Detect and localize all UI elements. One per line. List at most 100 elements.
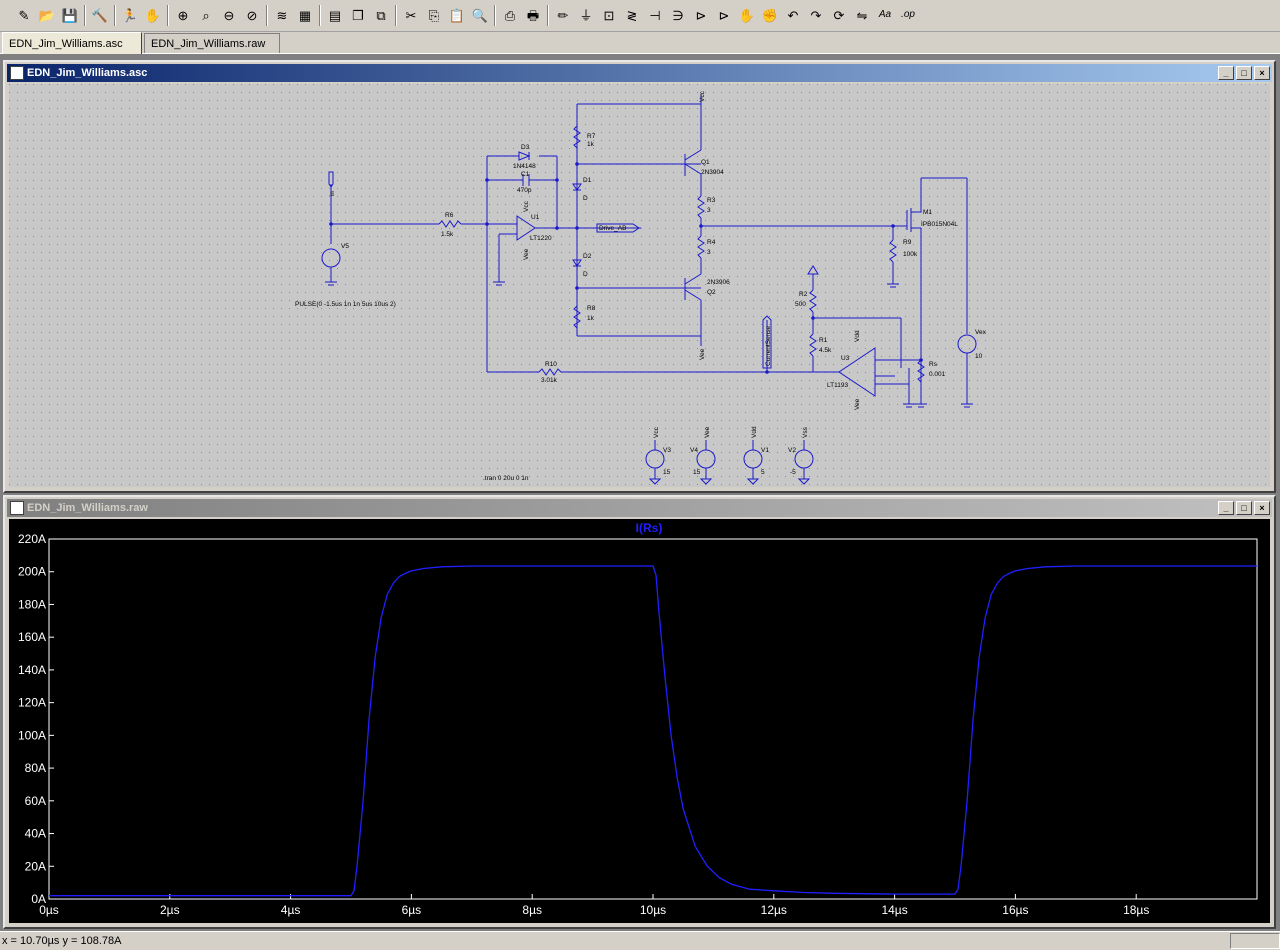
- label-r7: R7: [587, 133, 596, 140]
- x-tick-label: 16µs: [1002, 903, 1028, 917]
- label-r8-val: 1k: [587, 315, 595, 322]
- close-button[interactable]: ×: [1254, 66, 1270, 80]
- x-tick-label: 6µs: [402, 903, 422, 917]
- spice-directive-tran[interactable]: .tran 0 20u 0 1n: [483, 475, 529, 482]
- trace-title[interactable]: I(Rs): [636, 521, 663, 535]
- label-r4: R4: [707, 239, 716, 246]
- halt-icon[interactable]: ✋: [144, 7, 162, 23]
- inductor-icon[interactable]: ∋: [672, 7, 684, 23]
- run-icon[interactable]: 🏃: [121, 7, 139, 23]
- schematic-titlebar[interactable]: EDN_Jim_Williams.asc _ □ ×: [7, 64, 1272, 82]
- label-q2-val: 2N3906: [707, 279, 730, 286]
- mirror-icon[interactable]: ⇋: [856, 7, 868, 23]
- component-icon[interactable]: ⊳: [718, 7, 730, 23]
- zoom-out-icon[interactable]: ⊖: [223, 7, 235, 23]
- drag-icon[interactable]: ✊: [761, 7, 779, 23]
- label-v2-val: -5: [790, 469, 796, 476]
- label-r6: R6: [445, 212, 454, 219]
- tab-schematic[interactable]: EDN_Jim_Williams.asc: [2, 32, 142, 54]
- label-vex: Vex: [975, 329, 987, 336]
- label-r1: R1: [819, 337, 828, 344]
- zoom-pan-icon[interactable]: ⌕: [202, 7, 210, 23]
- label-in: in: [330, 191, 336, 196]
- label-r4-val: 3: [707, 249, 711, 256]
- close-all-icon[interactable]: ⧉: [376, 7, 386, 23]
- paste-icon[interactable]: 📋: [448, 7, 466, 23]
- schematic-canvas[interactable]: V5 PULSE(0 -1.5us 1n 1n 5us 10us 2) in R…: [9, 84, 1270, 487]
- label-m1-val: IPB015N04L: [921, 221, 958, 228]
- label-v3-val: 15: [663, 469, 671, 476]
- label-vee-u3: Vee: [854, 398, 861, 410]
- maximize-button[interactable]: □: [1236, 501, 1252, 515]
- capacitor-icon[interactable]: ⊣: [649, 7, 661, 23]
- close-button[interactable]: ×: [1254, 501, 1270, 515]
- schematic-window: EDN_Jim_Williams.asc _ □ ×: [3, 60, 1276, 493]
- diode-icon[interactable]: ⊳: [695, 7, 707, 23]
- minimize-button[interactable]: _: [1218, 501, 1234, 515]
- label-v2-net: Vss: [802, 426, 809, 438]
- y-tick-label: 40A: [25, 827, 46, 841]
- y-tick-label: 0A: [31, 892, 46, 906]
- new-schematic-icon[interactable]: ✎: [18, 7, 30, 23]
- move-icon[interactable]: ✋: [738, 7, 756, 23]
- copy-icon[interactable]: ⎘: [428, 7, 440, 23]
- label-q1: Q1: [701, 159, 710, 166]
- schematic-drawing[interactable]: V5 PULSE(0 -1.5us 1n 1n 5us 10us 2) in R…: [9, 84, 1270, 487]
- toolbar-separator: [319, 5, 321, 26]
- spice-directive-icon[interactable]: .op: [901, 9, 915, 20]
- redo-icon[interactable]: ↷: [810, 7, 822, 23]
- control-panel-icon[interactable]: 🔨: [91, 7, 109, 23]
- open-icon[interactable]: 📂: [38, 7, 56, 23]
- label-r2-val: 500: [795, 301, 806, 308]
- label-r8: R8: [587, 305, 596, 312]
- cut-icon[interactable]: ✂: [405, 7, 417, 23]
- label-rs-val: 0.001: [929, 371, 946, 378]
- maximize-button[interactable]: □: [1236, 66, 1252, 80]
- label-u3: U3: [841, 355, 850, 362]
- y-tick-label: 60A: [25, 794, 46, 808]
- fullscreen-icon[interactable]: ▦: [298, 7, 312, 23]
- label-v4: V4: [690, 447, 698, 454]
- zoom-in-icon[interactable]: ⊕: [177, 7, 189, 23]
- print-setup-icon[interactable]: ⎙: [504, 7, 516, 23]
- minimize-button[interactable]: _: [1218, 66, 1234, 80]
- label-v1-net: Vdd: [751, 426, 758, 438]
- cascade-icon[interactable]: ❐: [352, 7, 364, 23]
- x-tick-label: 14µs: [881, 903, 907, 917]
- label-net-icon[interactable]: ⊡: [603, 7, 615, 23]
- save-icon[interactable]: 💾: [61, 7, 79, 23]
- x-tick-label: 10µs: [640, 903, 666, 917]
- y-tick-label: 140A: [18, 663, 46, 677]
- main-toolbar: ✎ 📂 💾 🔨 🏃 ✋ ⊕ ⌕ ⊖ ⊘ ≋ ▦ ▤ ❐ ⧉ ✂ ⎘ 📋 🔍 ⎙ 🖶 ✏ ⏚ ⊡ ≷ ⊣ ∋ ⊳ ⊳ ✋ ✊ ↶ ↷ ⟳ ⇋ Aa .op: [0, 0, 1280, 32]
- zoom-cancel-icon[interactable]: ⊘: [246, 7, 258, 23]
- waveform-chart[interactable]: I(Rs) 0A20A40A60A80A100A120A140A160A180A…: [9, 519, 1270, 923]
- label-vcc-u1: Vcc: [523, 200, 530, 212]
- autorange-icon[interactable]: ≋: [276, 7, 288, 23]
- label-vcc-top: Vcc: [699, 90, 706, 102]
- label-q2: Q2: [707, 289, 716, 296]
- label-vee-bot: Vee: [699, 348, 706, 360]
- label-vex-val: 10: [975, 353, 983, 360]
- text-icon[interactable]: Aa: [878, 9, 892, 20]
- tab-waveform[interactable]: EDN_Jim_Williams.raw: [144, 33, 280, 53]
- x-tick-label: 18µs: [1123, 903, 1149, 917]
- toolbar-separator: [494, 5, 496, 26]
- document-tabbar: EDN_Jim_Williams.asc EDN_Jim_Williams.ra…: [0, 32, 1280, 54]
- label-v4-net: Vee: [704, 426, 711, 438]
- waveform-titlebar[interactable]: EDN_Jim_Williams.raw _ □ ×: [7, 499, 1272, 517]
- tile-horizontal-icon[interactable]: ▤: [328, 7, 342, 23]
- trace-i-rs[interactable]: [49, 565, 1257, 897]
- y-tick-label: 80A: [25, 761, 46, 775]
- print-icon[interactable]: 🖶: [526, 7, 540, 23]
- resistor-icon[interactable]: ≷: [626, 7, 638, 23]
- label-r2: R2: [799, 291, 808, 298]
- rotate-icon[interactable]: ⟳: [833, 7, 845, 23]
- draw-wire-icon[interactable]: ✏: [557, 7, 569, 23]
- find-icon[interactable]: 🔍: [471, 7, 489, 23]
- y-tick-label: 200A: [18, 565, 46, 579]
- ground-icon[interactable]: ⏚: [579, 7, 593, 23]
- undo-icon[interactable]: ↶: [787, 7, 799, 23]
- label-r7-val: 1k: [587, 141, 595, 148]
